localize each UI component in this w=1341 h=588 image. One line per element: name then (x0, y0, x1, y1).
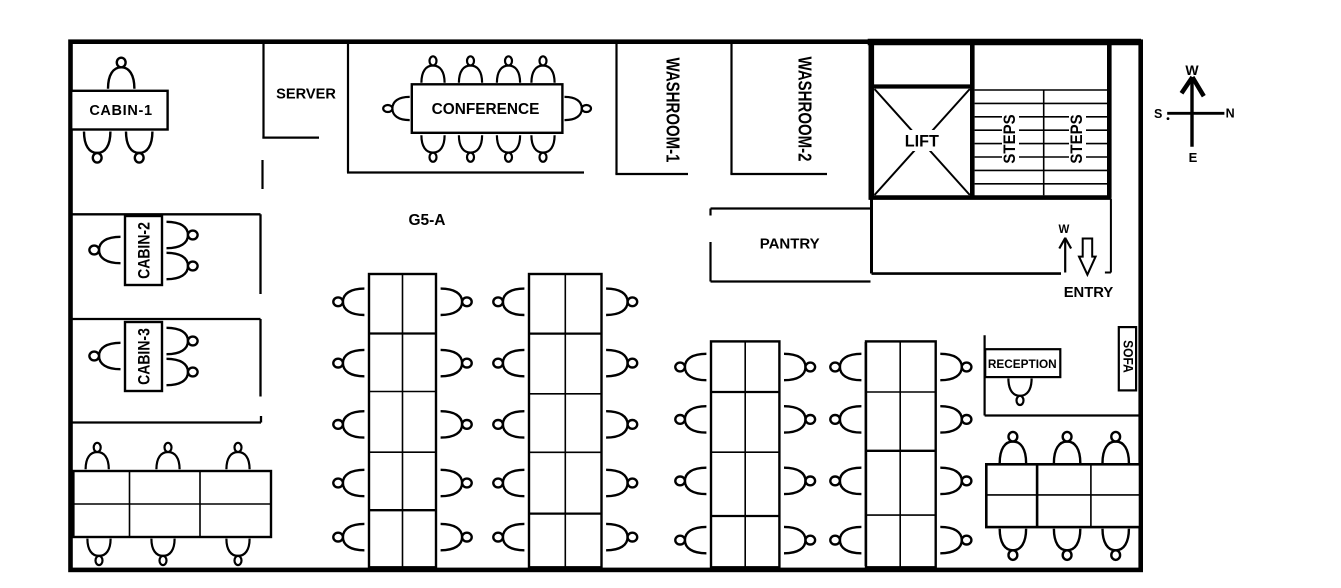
svg-text:CABIN-3: CABIN-3 (135, 328, 153, 385)
svg-text:G5-A: G5-A (408, 212, 445, 229)
svg-text:W: W (1058, 224, 1069, 236)
svg-text:PANTRY: PANTRY (760, 235, 820, 252)
svg-text:N: N (1226, 106, 1235, 120)
svg-text:S: S (1154, 107, 1162, 121)
svg-text:CONFERENCE: CONFERENCE (432, 101, 540, 118)
svg-text:WASHROOM-1: WASHROOM-1 (662, 58, 683, 163)
svg-text:ENTRY: ENTRY (1064, 285, 1114, 301)
svg-text:E: E (1189, 150, 1198, 165)
svg-text:SERVER: SERVER (276, 87, 336, 103)
svg-text:CABIN-1: CABIN-1 (89, 103, 152, 119)
svg-text:W: W (1185, 62, 1199, 78)
svg-text:RECEPTION: RECEPTION (988, 357, 1057, 371)
svg-text:CABIN-2: CABIN-2 (135, 222, 153, 279)
svg-text:SOFA: SOFA (1120, 340, 1136, 373)
svg-text:LIFT: LIFT (905, 133, 939, 151)
svg-text:WASHROOM-2: WASHROOM-2 (794, 57, 815, 162)
svg-text:STEPS: STEPS (1001, 114, 1019, 163)
svg-text:STEPS: STEPS (1068, 114, 1086, 163)
